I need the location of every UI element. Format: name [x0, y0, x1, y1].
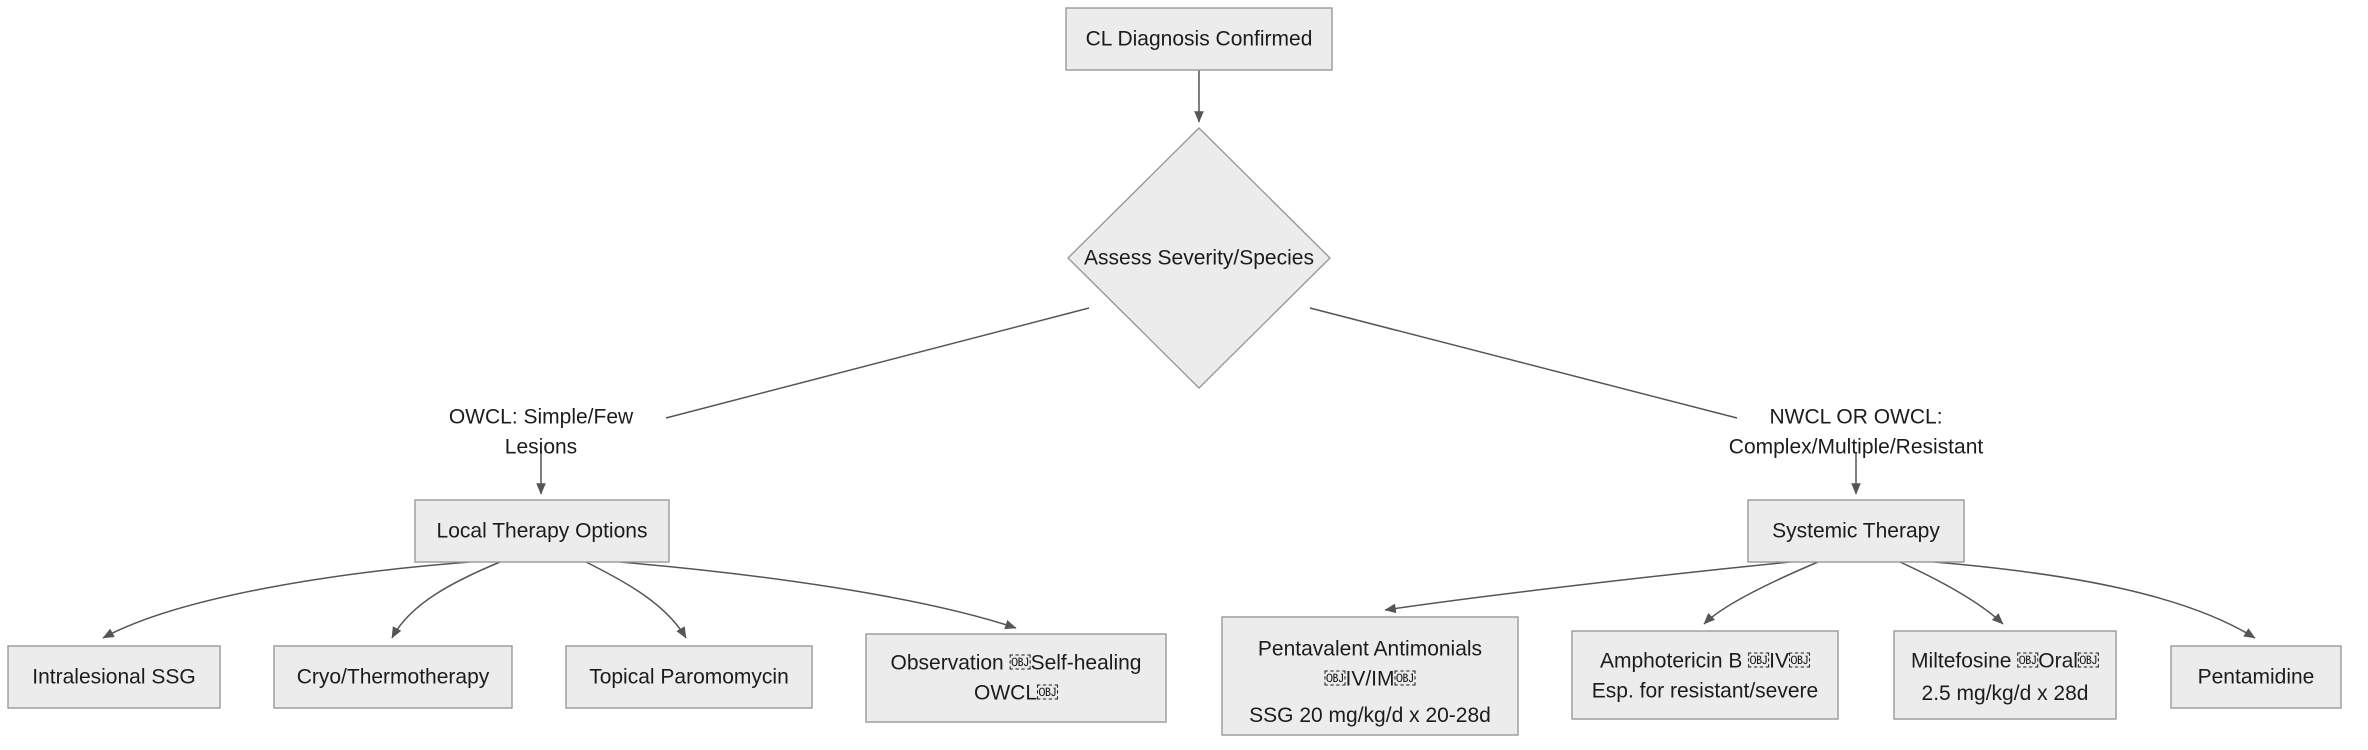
node-systemic-therapy-label: Systemic Therapy — [1772, 520, 1940, 543]
node-topical-paromomycin-label: Topical Paromomycin — [589, 666, 789, 689]
node-amphotericin-b-line2: Esp. for resistant/severe — [1592, 680, 1818, 703]
edge-systemic-to-pentamidine — [1933, 561, 2256, 639]
node-decision[interactable]: Assess Severity/Species — [1067, 127, 1331, 389]
edge-systemic-to-miltefosine — [1899, 561, 2004, 625]
node-pentamidine-box[interactable] — [2170, 645, 2342, 709]
antimonials-multiplier: x — [1403, 704, 1425, 727]
node-pentamidine[interactable]: Pentamidine — [2170, 645, 2342, 709]
node-pentavalent-antimonials[interactable]: Pentavalent Antimonials ￼IV/IM￼ SSG 20 m… — [1221, 616, 1519, 736]
edge-label-left-branch-line2: Lesions — [505, 436, 577, 459]
node-pentavalent-antimonials-line1: Pentavalent Antimonials — [1258, 638, 1482, 661]
antimonials-duration: 20-28d — [1425, 704, 1490, 727]
node-local-therapy[interactable]: Local Therapy Options — [414, 499, 670, 563]
node-miltefosine[interactable]: Miltefosine ￼Oral￼ 2.5 mg/kg/d x 28d — [1893, 630, 2117, 720]
node-pentavalent-antimonials-line3: SSG 20 mg/kg/d x 20-28d — [1249, 704, 1491, 727]
edge-label-right-branch-line1: NWCL OR OWCL: — [1769, 406, 1942, 429]
node-amphotericin-b-line1: Amphotericin B ￼IV￼ — [1600, 650, 1810, 673]
node-local-therapy-box[interactable] — [414, 499, 670, 563]
node-decision-diamond[interactable] — [1067, 127, 1331, 389]
miltefosine-duration: 28d — [2053, 682, 2088, 705]
node-cryo-thermotherapy-box[interactable] — [273, 645, 513, 709]
edge-decision-to-left-label — [665, 307, 1090, 419]
edge-systemic-to-amphotericin — [1703, 561, 1819, 625]
node-pentamidine-label: Pentamidine — [2198, 666, 2315, 689]
node-root[interactable]: CL Diagnosis Confirmed — [1065, 7, 1333, 71]
edge-layer — [102, 70, 2256, 639]
node-amphotericin-b-box[interactable] — [1571, 630, 1839, 720]
node-cryo-thermotherapy-label: Cryo/Thermotherapy — [297, 666, 490, 689]
antimonials-drug-prefix: SSG — [1249, 704, 1299, 727]
miltefosine-dose: 2.5 mg/kg/d — [1922, 682, 2032, 705]
edge-local-to-cryo — [391, 561, 501, 639]
miltefosine-multiplier: x — [2031, 682, 2053, 705]
node-pentavalent-antimonials-line2: ￼IV/IM￼ — [1324, 668, 1415, 691]
node-root-box[interactable] — [1065, 7, 1333, 71]
node-cryo-thermotherapy[interactable]: Cryo/Thermotherapy — [273, 645, 513, 709]
node-root-label: CL Diagnosis Confirmed — [1086, 28, 1313, 51]
node-topical-paromomycin[interactable]: Topical Paromomycin — [565, 645, 813, 709]
node-decision-label: Assess Severity/Species — [1084, 247, 1314, 270]
node-observation-line1: Observation ￼Self-healing — [891, 652, 1142, 675]
edge-local-to-intralesional — [102, 561, 471, 639]
node-systemic-therapy-box[interactable] — [1747, 499, 1965, 563]
edge-label-right-branch-line2: Complex/Multiple/Resistant — [1729, 436, 1984, 459]
antimonials-dose: 20 mg/kg/d — [1299, 704, 1403, 727]
edge-local-to-observation — [619, 561, 1017, 630]
node-observation-line2: OWCL￼ — [974, 682, 1058, 705]
edge-decision-to-right-label — [1309, 307, 1738, 419]
node-amphotericin-b[interactable]: Amphotericin B ￼IV￼ Esp. for resistant/s… — [1571, 630, 1839, 720]
node-intralesional-ssg-box[interactable] — [7, 645, 221, 709]
edge-label-left-branch-line1: OWCL: Simple/Few — [449, 406, 634, 429]
node-miltefosine-box[interactable] — [1893, 630, 2117, 720]
node-observation[interactable]: Observation ￼Self-healing OWCL￼ — [865, 633, 1167, 723]
node-pentavalent-antimonials-box[interactable] — [1221, 616, 1519, 736]
edge-label-layer: OWCL: Simple/Few Lesions NWCL OR OWCL: C… — [449, 406, 1984, 459]
node-intralesional-ssg-label: Intralesional SSG — [32, 666, 195, 689]
node-systemic-therapy[interactable]: Systemic Therapy — [1747, 499, 1965, 563]
node-observation-box[interactable] — [865, 633, 1167, 723]
node-topical-paromomycin-box[interactable] — [565, 645, 813, 709]
node-intralesional-ssg[interactable]: Intralesional SSG — [7, 645, 221, 709]
node-miltefosine-line1: Miltefosine ￼Oral￼ — [1911, 650, 2099, 673]
node-local-therapy-label: Local Therapy Options — [437, 520, 648, 543]
node-miltefosine-line2: 2.5 mg/kg/d x 28d — [1922, 682, 2089, 705]
edge-systemic-to-antimonials — [1384, 561, 1791, 614]
edge-local-to-paromomycin — [585, 561, 687, 639]
